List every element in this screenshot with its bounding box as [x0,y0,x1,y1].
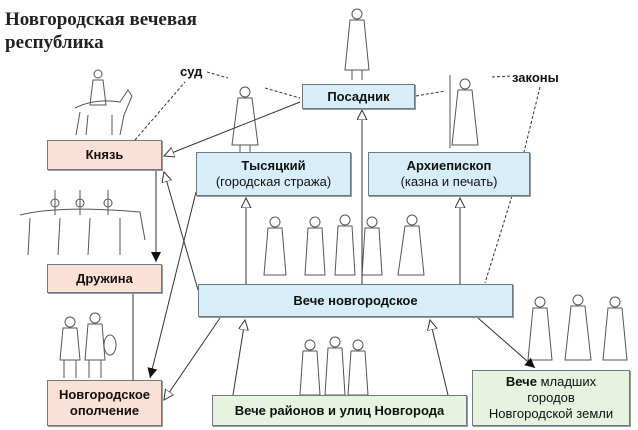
box-knyaz: Князь [47,140,162,170]
figure-archbishop [449,75,479,148]
district-veche-label: Вече районов и улиц Новгорода [234,402,445,418]
figure-townspeople [263,214,425,276]
archbishop-label: Архиепископ [406,158,492,173]
militia-line-1: Новгородское [58,387,151,402]
figure-prince-on-horse [74,69,133,136]
laws-label: законы [512,70,559,85]
veche-label: Вече новгородское [293,292,418,308]
militia-line-2: ополчение [69,403,140,418]
posadnik-label: Посадник [327,88,390,104]
box-militia: Новгородское ополчение [47,380,162,426]
box-veche: Вече новгородское [198,284,513,317]
figure-elders [527,294,628,361]
archbishop-note: (казна и печать) [400,174,498,189]
junior-veche-line-2: городов [527,390,575,405]
figure-tysyatsky [231,86,259,152]
knyaz-label: Князь [85,147,124,162]
box-tysyatsky: Тысяцкий (городская стража) [196,152,351,196]
title-line-1: Новгородская вечевая [5,9,197,30]
junior-veche-line-3: Новгородской земли [488,406,614,421]
figure-district-people [299,336,369,396]
figure-posadnik [344,8,370,80]
diagram-title: Новгородская вечевая республика [5,8,197,54]
junior-veche-bold: Вече [505,374,537,389]
junior-veche-line-1: младших [536,374,597,389]
tysyatsky-note: (городская стража) [215,174,332,189]
box-druzhina: Дружина [47,264,162,293]
court-label: суд [180,64,203,79]
box-junior-veche: Вече младших городов Новгородской земли [472,370,630,426]
box-posadnik: Посадник [302,84,415,109]
box-archbishop: Архиепископ (казна и печать) [368,152,530,196]
druzhina-label: Дружина [76,270,133,286]
figure-druzhina-riders [19,190,146,256]
tysyatsky-label: Тысяцкий [241,158,306,173]
figure-militia [59,312,117,378]
box-district-veche: Вече районов и улиц Новгорода [212,395,467,426]
title-line-2: республика [5,32,104,53]
